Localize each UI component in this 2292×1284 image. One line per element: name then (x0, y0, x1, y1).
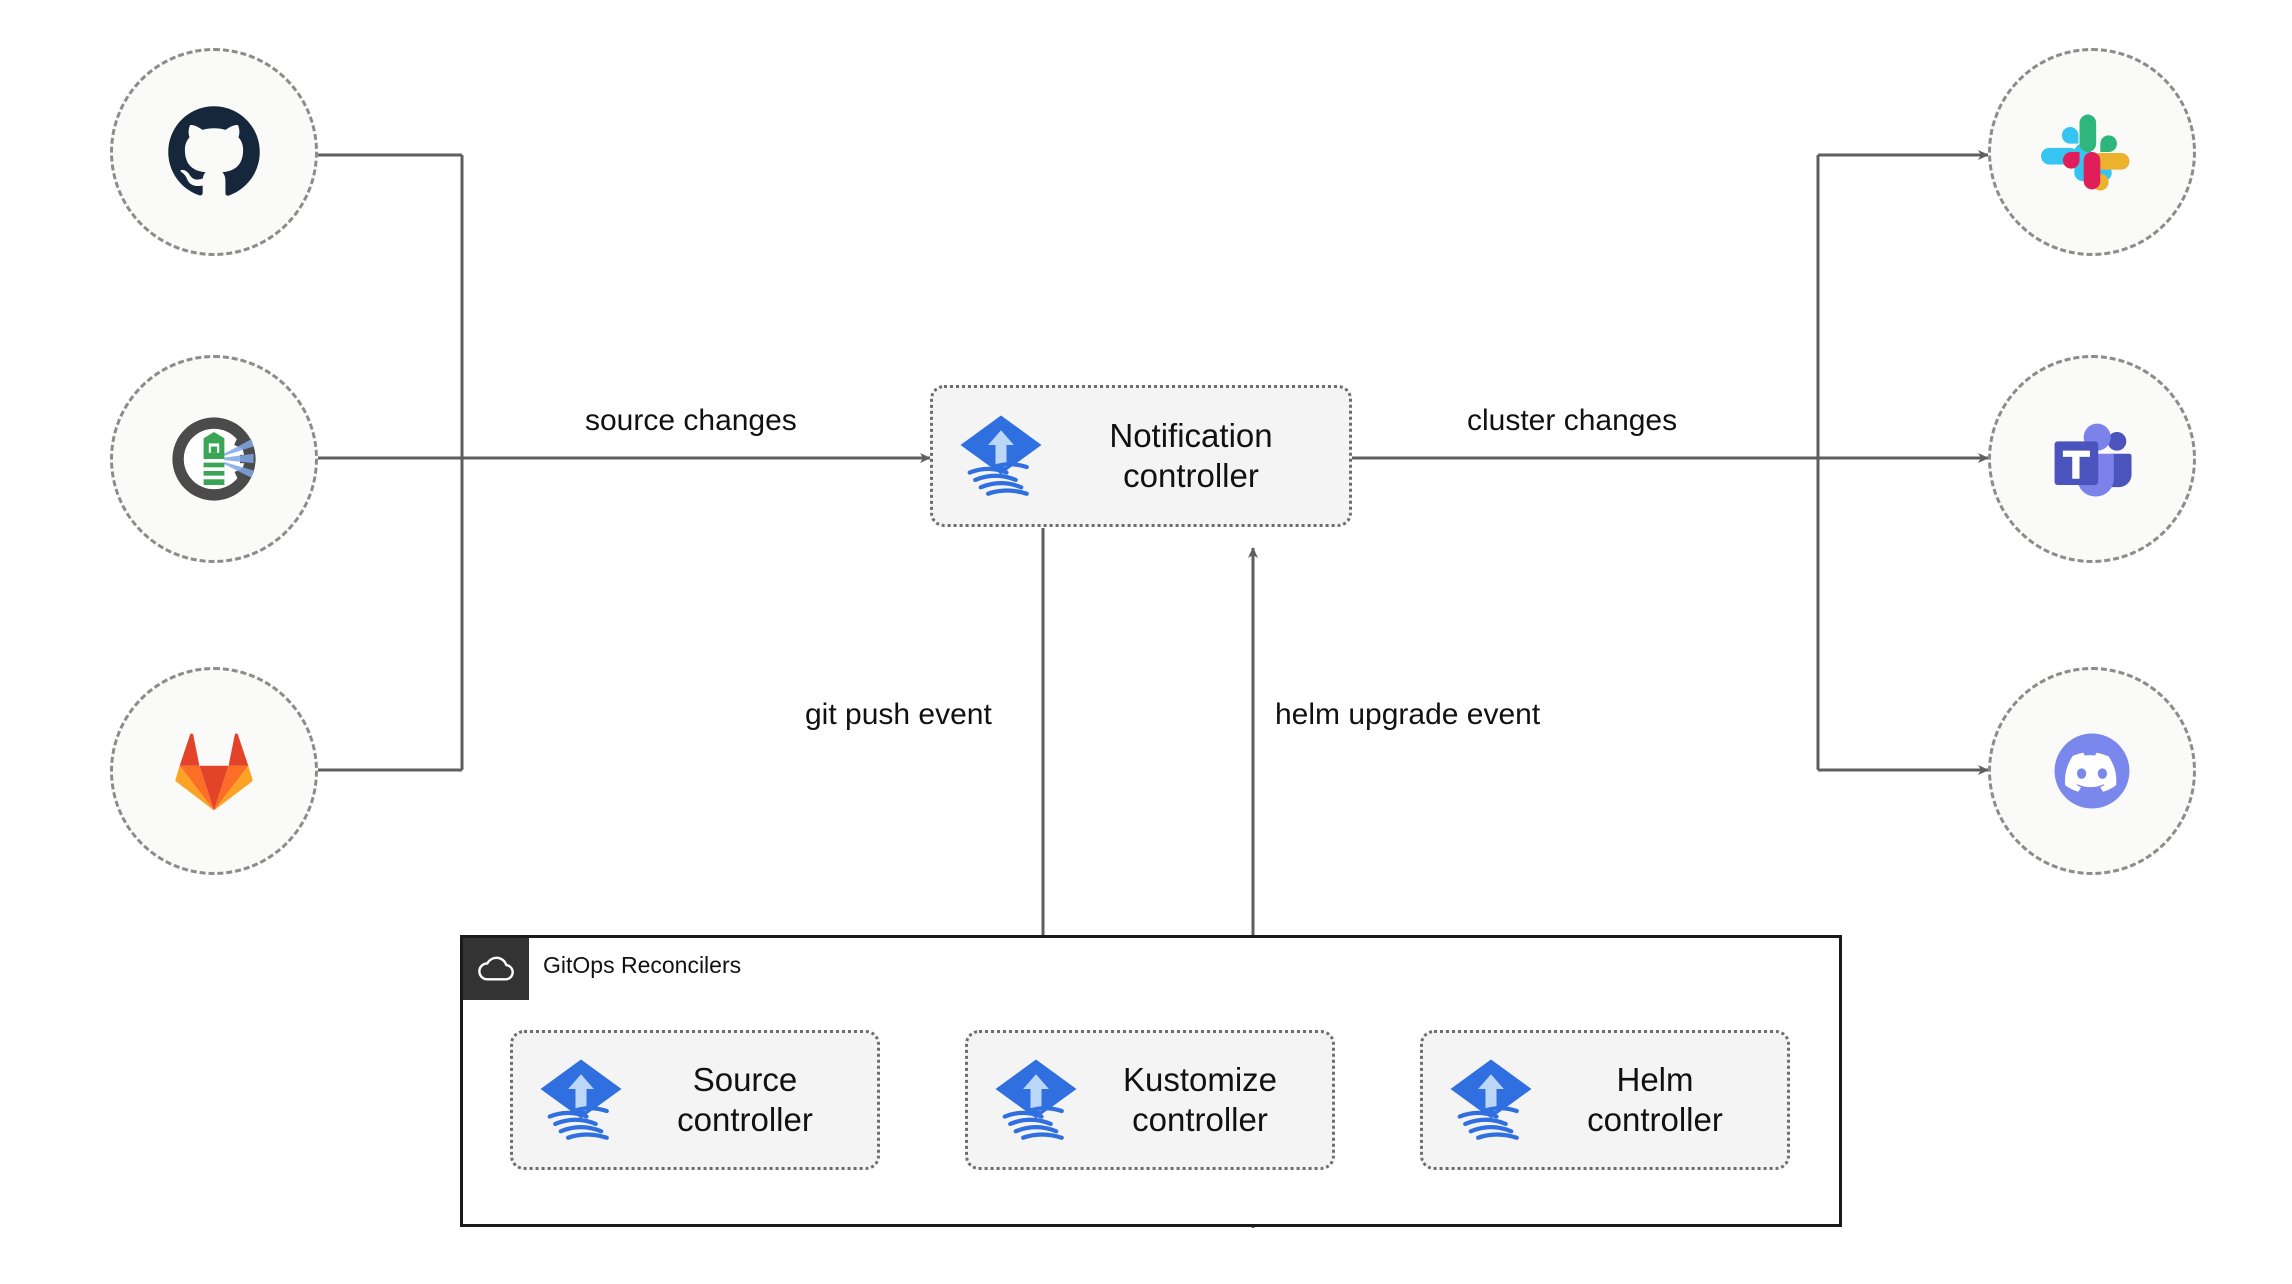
kustomize-controller-box[interactable]: Kustomize controller (965, 1030, 1335, 1170)
container-title: GitOps Reconcilers (543, 952, 742, 978)
source-controller-label: Source controller (677, 1060, 813, 1138)
destination-node-slack[interactable] (1988, 48, 2196, 256)
flux-icon (995, 1059, 1077, 1140)
edge-label-helm-upgrade-event: helm upgrade event (1265, 698, 1551, 732)
edge-label-cluster-changes: cluster changes (1457, 404, 1688, 438)
source-node-gitlab[interactable] (110, 667, 318, 875)
flux-icon (960, 415, 1042, 496)
kustomize-controller-label: Kustomize controller (1122, 1060, 1278, 1138)
edge-label-source-changes: source changes (575, 404, 807, 438)
notification-controller-box[interactable]: Notification controller (930, 385, 1352, 527)
slack-icon (2041, 114, 2130, 191)
flux-lighthouse-icon (172, 417, 256, 501)
source-node-github[interactable] (110, 48, 318, 256)
gitlab-icon (175, 733, 253, 811)
flux-icon (1450, 1059, 1532, 1140)
cloud-icon (478, 956, 514, 981)
flux-icon (540, 1059, 622, 1140)
discord-icon (2054, 733, 2130, 809)
source-node-flux[interactable] (110, 355, 318, 563)
container-tab (463, 938, 529, 1000)
notification-controller-label: Notification controller (1109, 416, 1273, 494)
destination-node-discord[interactable] (1988, 667, 2196, 875)
ms-teams-icon (2054, 423, 2132, 497)
helm-controller-label: Helm controller (1587, 1060, 1723, 1138)
helm-controller-box[interactable]: Helm controller (1420, 1030, 1790, 1170)
destination-node-teams[interactable] (1988, 355, 2196, 563)
github-icon (168, 106, 260, 196)
edge-label-git-push-event: git push event (795, 698, 1002, 732)
source-controller-box[interactable]: Source controller (510, 1030, 880, 1170)
